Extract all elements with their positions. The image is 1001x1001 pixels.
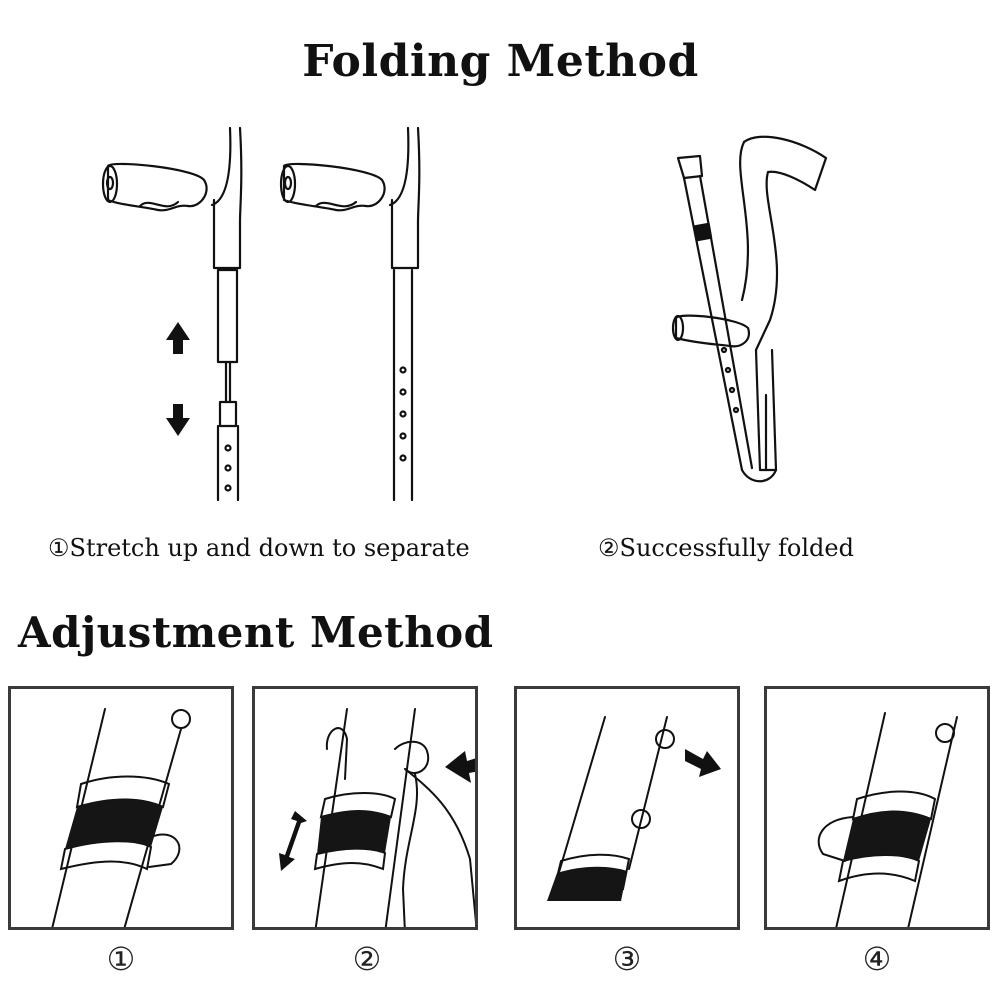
adjustment-method-title: Adjustment Method	[18, 608, 494, 657]
arrow-right-icon	[685, 749, 721, 777]
adjustment-step-3-panel	[514, 686, 740, 930]
adjustment-step-1-panel	[8, 686, 234, 930]
adjustment-step-4-panel	[764, 686, 990, 930]
arrow-left-icon	[445, 751, 475, 783]
arrow-up-icon	[166, 322, 190, 354]
adjustment-step-1-number: ①	[106, 940, 136, 978]
crutch-folded	[671, 135, 828, 483]
adjustment-step-2-number: ②	[352, 940, 382, 978]
double-arrow-icon	[279, 811, 307, 871]
adjustment-step-2-panel	[252, 686, 478, 930]
folding-illustration	[101, 126, 828, 502]
folding-step-2-caption: ②Successfully folded	[598, 534, 854, 562]
arrow-down-icon	[166, 404, 190, 436]
adjustment-step-4-number: ④	[862, 940, 892, 978]
crutch-assembled	[279, 126, 421, 502]
crutch-separated	[101, 126, 243, 502]
folding-method-title: Folding Method	[302, 36, 699, 87]
adjustment-step-3-number: ③	[612, 940, 642, 978]
folding-step-1-caption: ①Stretch up and down to separate	[48, 534, 470, 562]
